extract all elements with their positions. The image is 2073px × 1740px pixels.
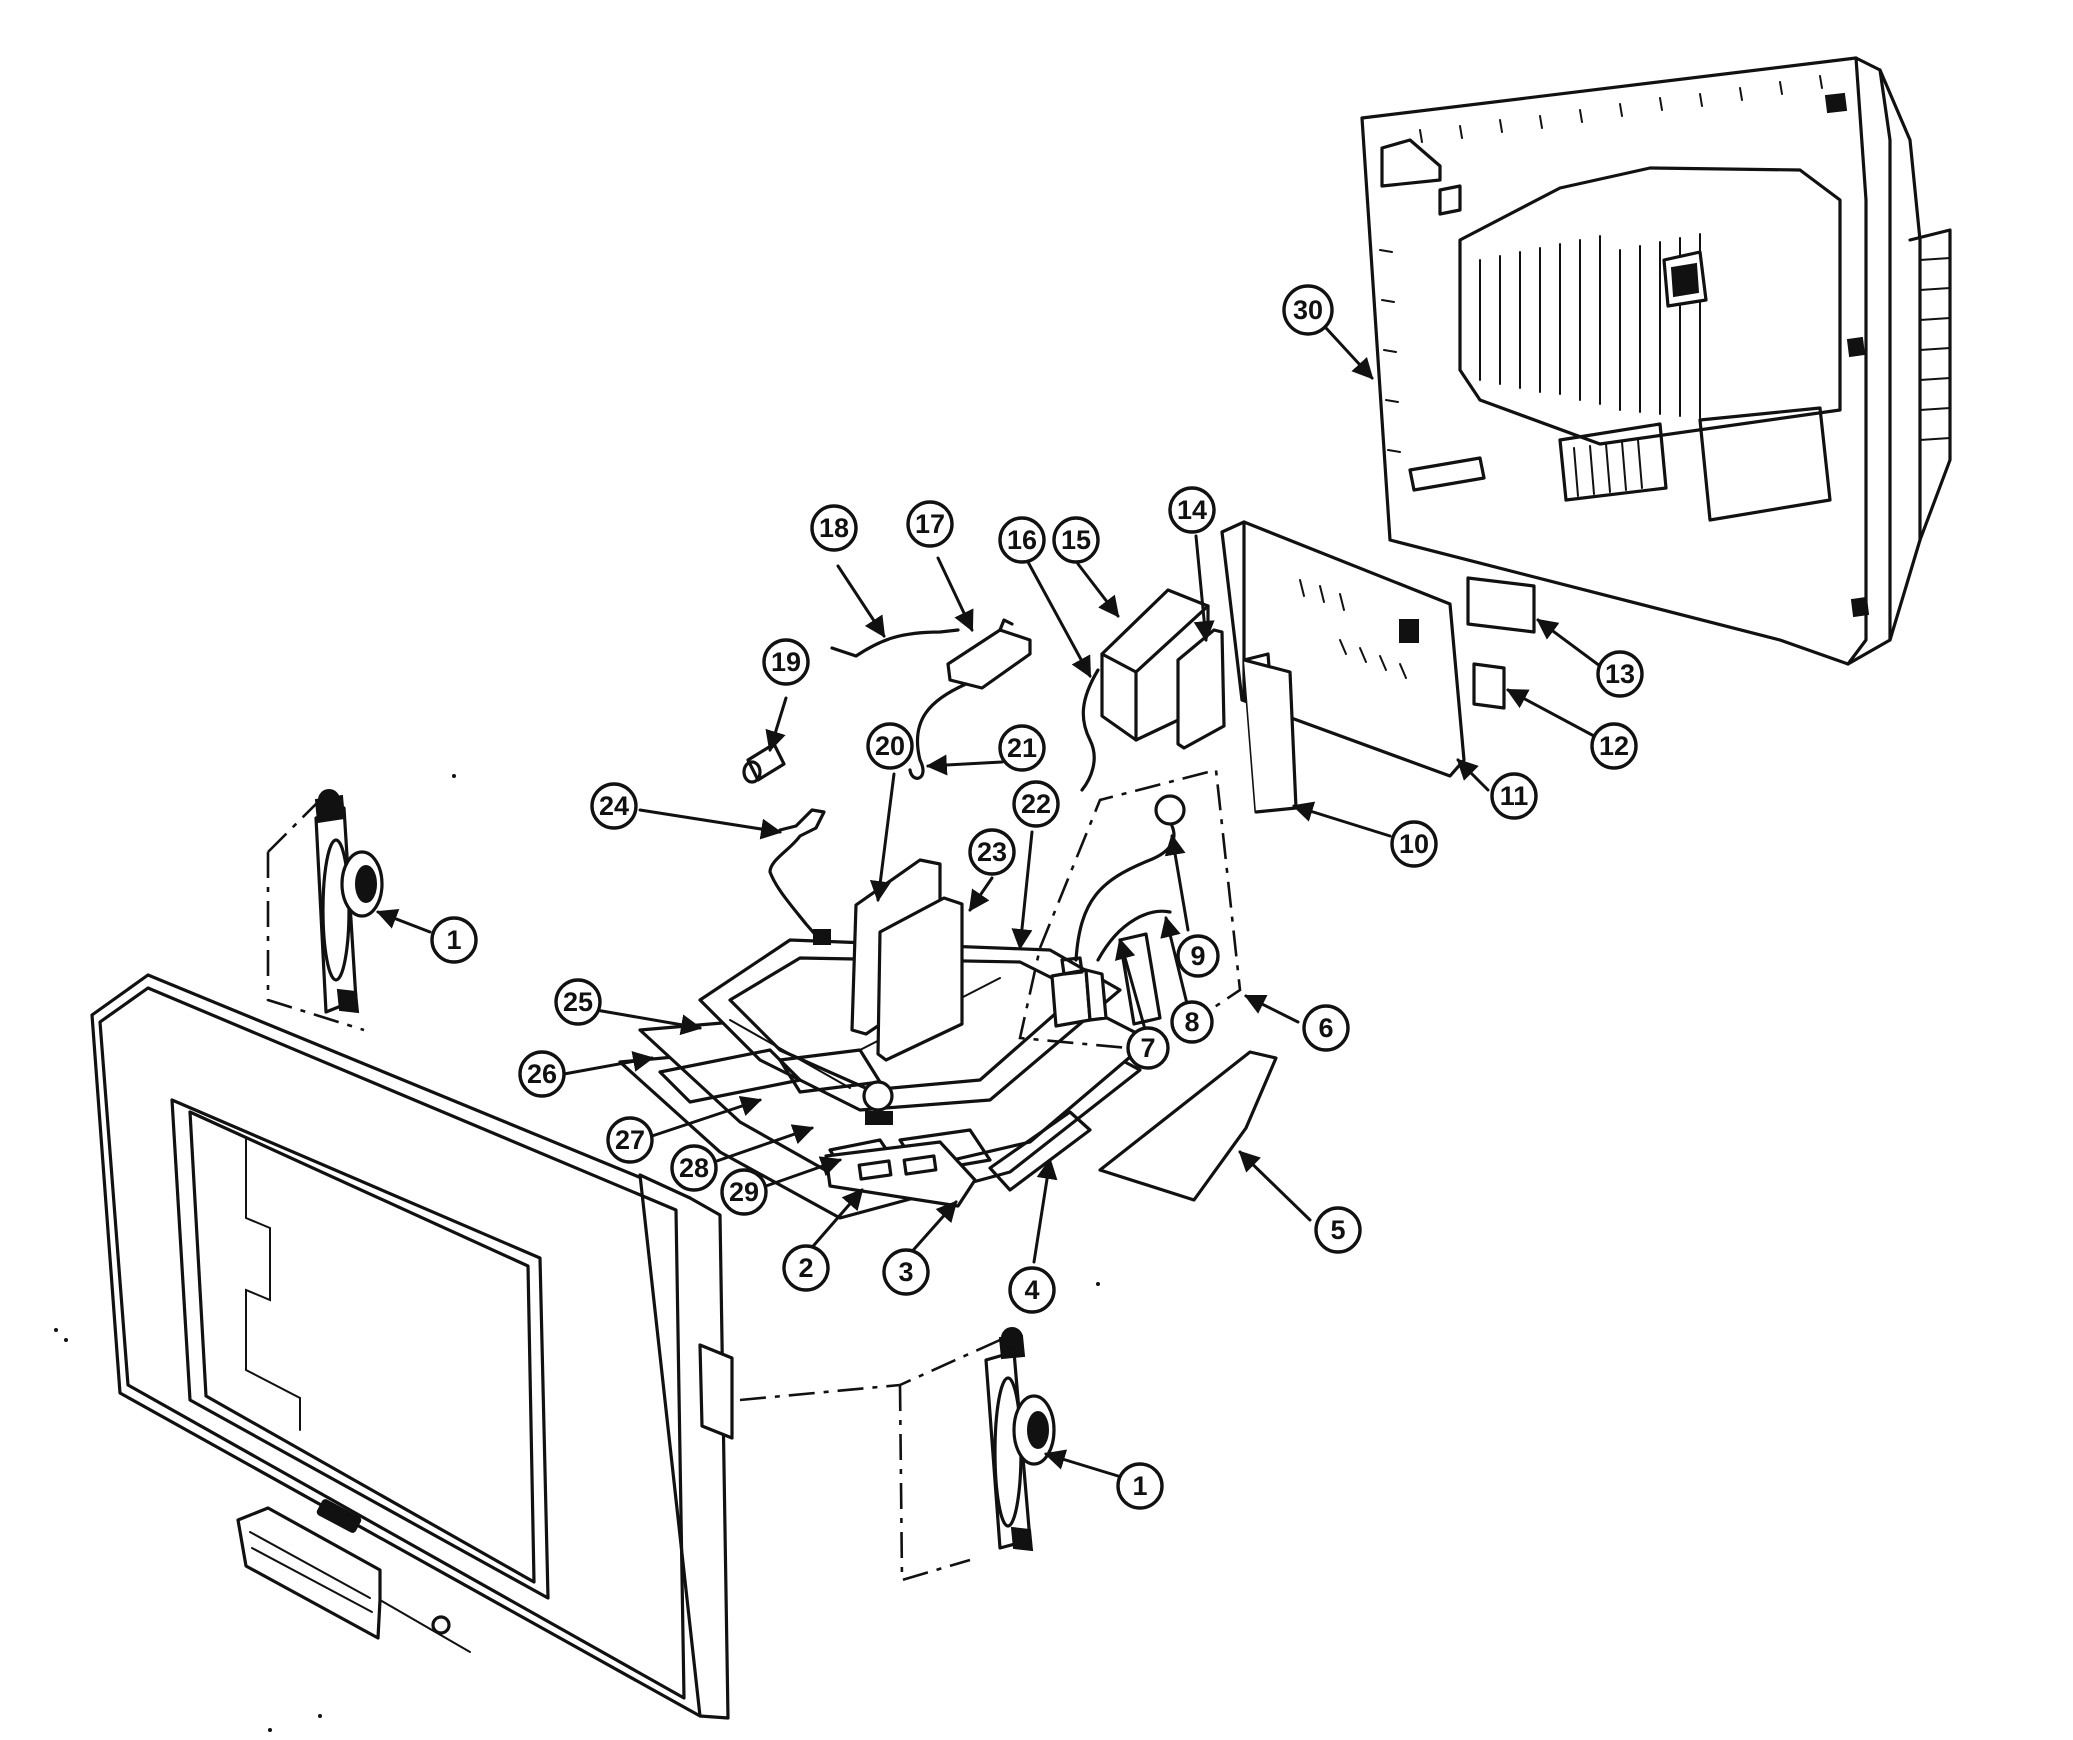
vertical-boards — [850, 858, 964, 1062]
speaker-right — [739, 1327, 1056, 1582]
callout-label: 1 — [1132, 1471, 1147, 1501]
callout-16: 16 — [998, 516, 1046, 564]
callout-label: 5 — [1330, 1215, 1345, 1245]
callout-17: 17 — [906, 500, 954, 548]
callout-label: 15 — [1061, 525, 1091, 555]
front-cabinet — [90, 973, 734, 1720]
callout-26: 26 — [518, 1050, 566, 1098]
callout-1a: 1 — [430, 916, 478, 964]
callout-19: 19 — [762, 638, 810, 686]
callout-30: 30 — [1282, 284, 1334, 336]
callout-label: 10 — [1399, 829, 1429, 859]
callout-3: 3 — [882, 1248, 930, 1296]
callout-18: 18 — [810, 504, 858, 552]
cable-24 — [768, 808, 831, 945]
callout-label: 21 — [1007, 733, 1037, 763]
speaker-left — [266, 789, 384, 1032]
callout-15: 15 — [1052, 516, 1100, 564]
callout-label: 22 — [1021, 789, 1051, 819]
callout-label: 12 — [1599, 731, 1629, 761]
callout-label: 20 — [875, 731, 905, 761]
callout-label: 28 — [679, 1153, 709, 1183]
callout-label: 26 — [527, 1059, 557, 1089]
callout-label: 13 — [1605, 659, 1635, 689]
callout-label: 4 — [1024, 1275, 1039, 1305]
callout-21: 21 — [998, 724, 1046, 772]
callout-label: 18 — [819, 513, 849, 543]
callout-10: 10 — [1390, 820, 1438, 868]
callout-label: 29 — [729, 1177, 759, 1207]
callout-5: 5 — [1314, 1206, 1362, 1254]
callout-13: 13 — [1596, 650, 1644, 698]
callout-label: 24 — [599, 791, 629, 821]
callout-9: 9 — [1176, 934, 1220, 978]
callout-label: 25 — [563, 987, 593, 1017]
callout-label: 1 — [446, 925, 461, 955]
callout-4: 4 — [1008, 1266, 1056, 1314]
callout-11: 11 — [1490, 772, 1538, 820]
callout-label: 19 — [771, 647, 801, 677]
callout-label: 2 — [798, 1253, 813, 1283]
callout-29: 29 — [720, 1168, 768, 1216]
capacitor-19 — [742, 742, 786, 784]
callout-label: 6 — [1318, 1013, 1333, 1043]
callout-label: 23 — [977, 837, 1007, 867]
dashed-subassembly — [1018, 768, 1242, 1052]
callout-label: 8 — [1184, 1007, 1199, 1037]
callout-22: 22 — [1012, 780, 1060, 828]
callout-label: 30 — [1293, 295, 1323, 325]
module-17 — [830, 618, 1032, 780]
callout-label: 9 — [1190, 941, 1205, 971]
callout-7: 7 — [1126, 1026, 1170, 1070]
scan-specks — [54, 774, 1100, 1732]
callout-label: 14 — [1177, 495, 1207, 525]
callout-20: 20 — [866, 722, 914, 770]
callout-2: 2 — [782, 1244, 830, 1292]
callout-12: 12 — [1590, 722, 1638, 770]
callout-28: 28 — [670, 1144, 718, 1192]
callout-8: 8 — [1170, 1000, 1214, 1044]
cable-16 — [1080, 668, 1100, 792]
callout-label: 7 — [1140, 1033, 1155, 1063]
leader-lines — [376, 326, 1602, 1478]
callout-label: 16 — [1007, 525, 1037, 555]
callout-27: 27 — [606, 1116, 654, 1164]
callout-14: 14 — [1168, 486, 1216, 534]
callout-23: 23 — [968, 828, 1016, 876]
callout-24: 24 — [590, 782, 638, 830]
callout-25: 25 — [554, 978, 602, 1026]
callout-6: 6 — [1302, 1004, 1350, 1052]
back-cover — [1360, 56, 1952, 666]
callout-label: 27 — [615, 1125, 645, 1155]
callout-1b: 1 — [1116, 1462, 1164, 1510]
callout-label: 11 — [1500, 781, 1529, 811]
bottom-plate — [1098, 1050, 1278, 1202]
pcb-11 — [1220, 520, 1466, 814]
label-plates — [1466, 576, 1536, 710]
callout-label: 3 — [898, 1257, 913, 1287]
main-chassis — [618, 938, 1152, 1220]
callout-label: 17 — [915, 509, 945, 539]
